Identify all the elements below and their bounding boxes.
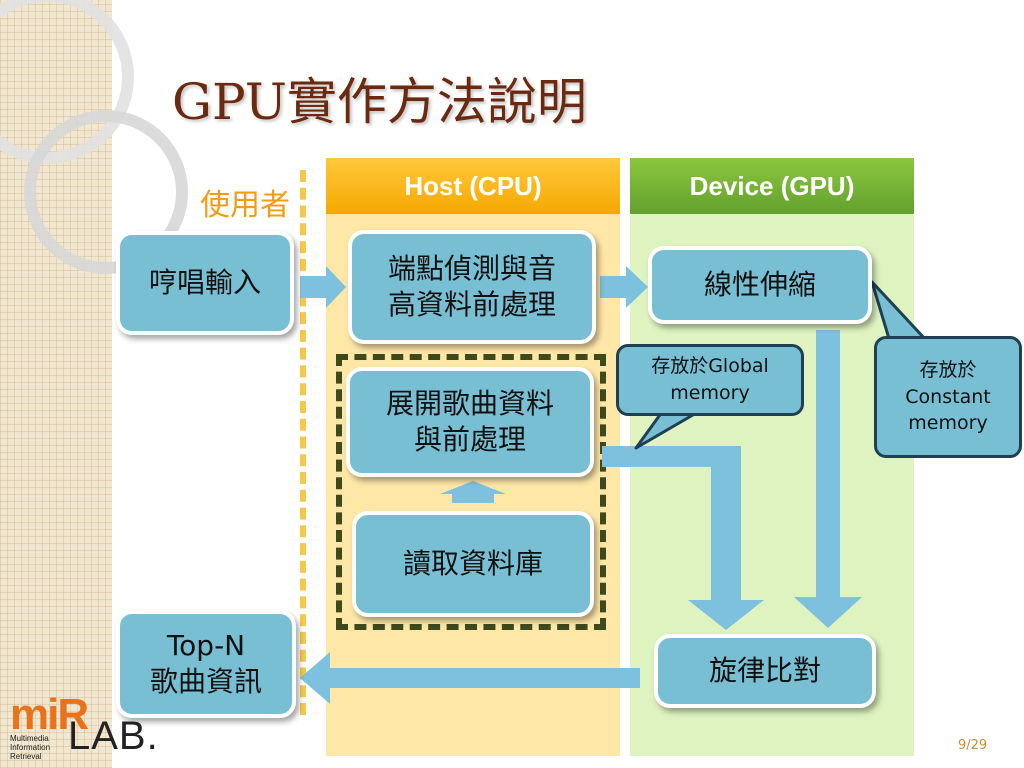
host-column-header: Host (CPU): [326, 158, 620, 214]
read-database-box: 讀取資料庫: [352, 511, 594, 617]
arrow-match-to-topn: [300, 652, 640, 704]
global-memory-callout: 存放於Global memory: [616, 344, 804, 416]
constant-memory-callout: 存放於 Constant memory: [874, 336, 1022, 458]
callout-tail-constant: [870, 280, 928, 344]
arrow-scaling-to-match: [794, 330, 862, 628]
device-column-header: Device (GPU): [630, 158, 914, 214]
host-process-group: [336, 354, 606, 630]
top-n-song-info-box: Top-N 歌曲資訊: [116, 610, 296, 718]
mir-lab-logo: miR Multimedia Information Retrieval LAB…: [6, 690, 166, 766]
user-lane-label: 使用者: [200, 188, 290, 223]
humming-input-box: 哼唱輸入: [116, 231, 294, 335]
callout-tail-global: [634, 410, 700, 450]
linear-scaling-box: 線性伸縮: [648, 246, 872, 324]
page-title: GPU實作方法說明: [172, 73, 587, 131]
arrow-input-to-preprocess: [300, 266, 346, 308]
expand-songs-box: 展開歌曲資料 與前處理: [346, 367, 594, 477]
logo-lab-text: LAB.: [68, 714, 159, 758]
arrow-db-to-expand: [440, 481, 506, 503]
logo-subtitle: Multimedia Information Retrieval: [10, 734, 51, 761]
user-lane-divider: [300, 170, 306, 715]
logo-mir-text: miR: [10, 690, 89, 739]
arrow-preprocess-to-scaling: [600, 266, 648, 308]
melody-match-box: 旋律比對: [654, 634, 876, 708]
endpoint-pitch-preprocess-box: 端點偵測與音 高資料前處理: [348, 230, 596, 344]
page-number: 9/29: [958, 738, 988, 753]
arrow-expand-to-match: [602, 446, 764, 630]
